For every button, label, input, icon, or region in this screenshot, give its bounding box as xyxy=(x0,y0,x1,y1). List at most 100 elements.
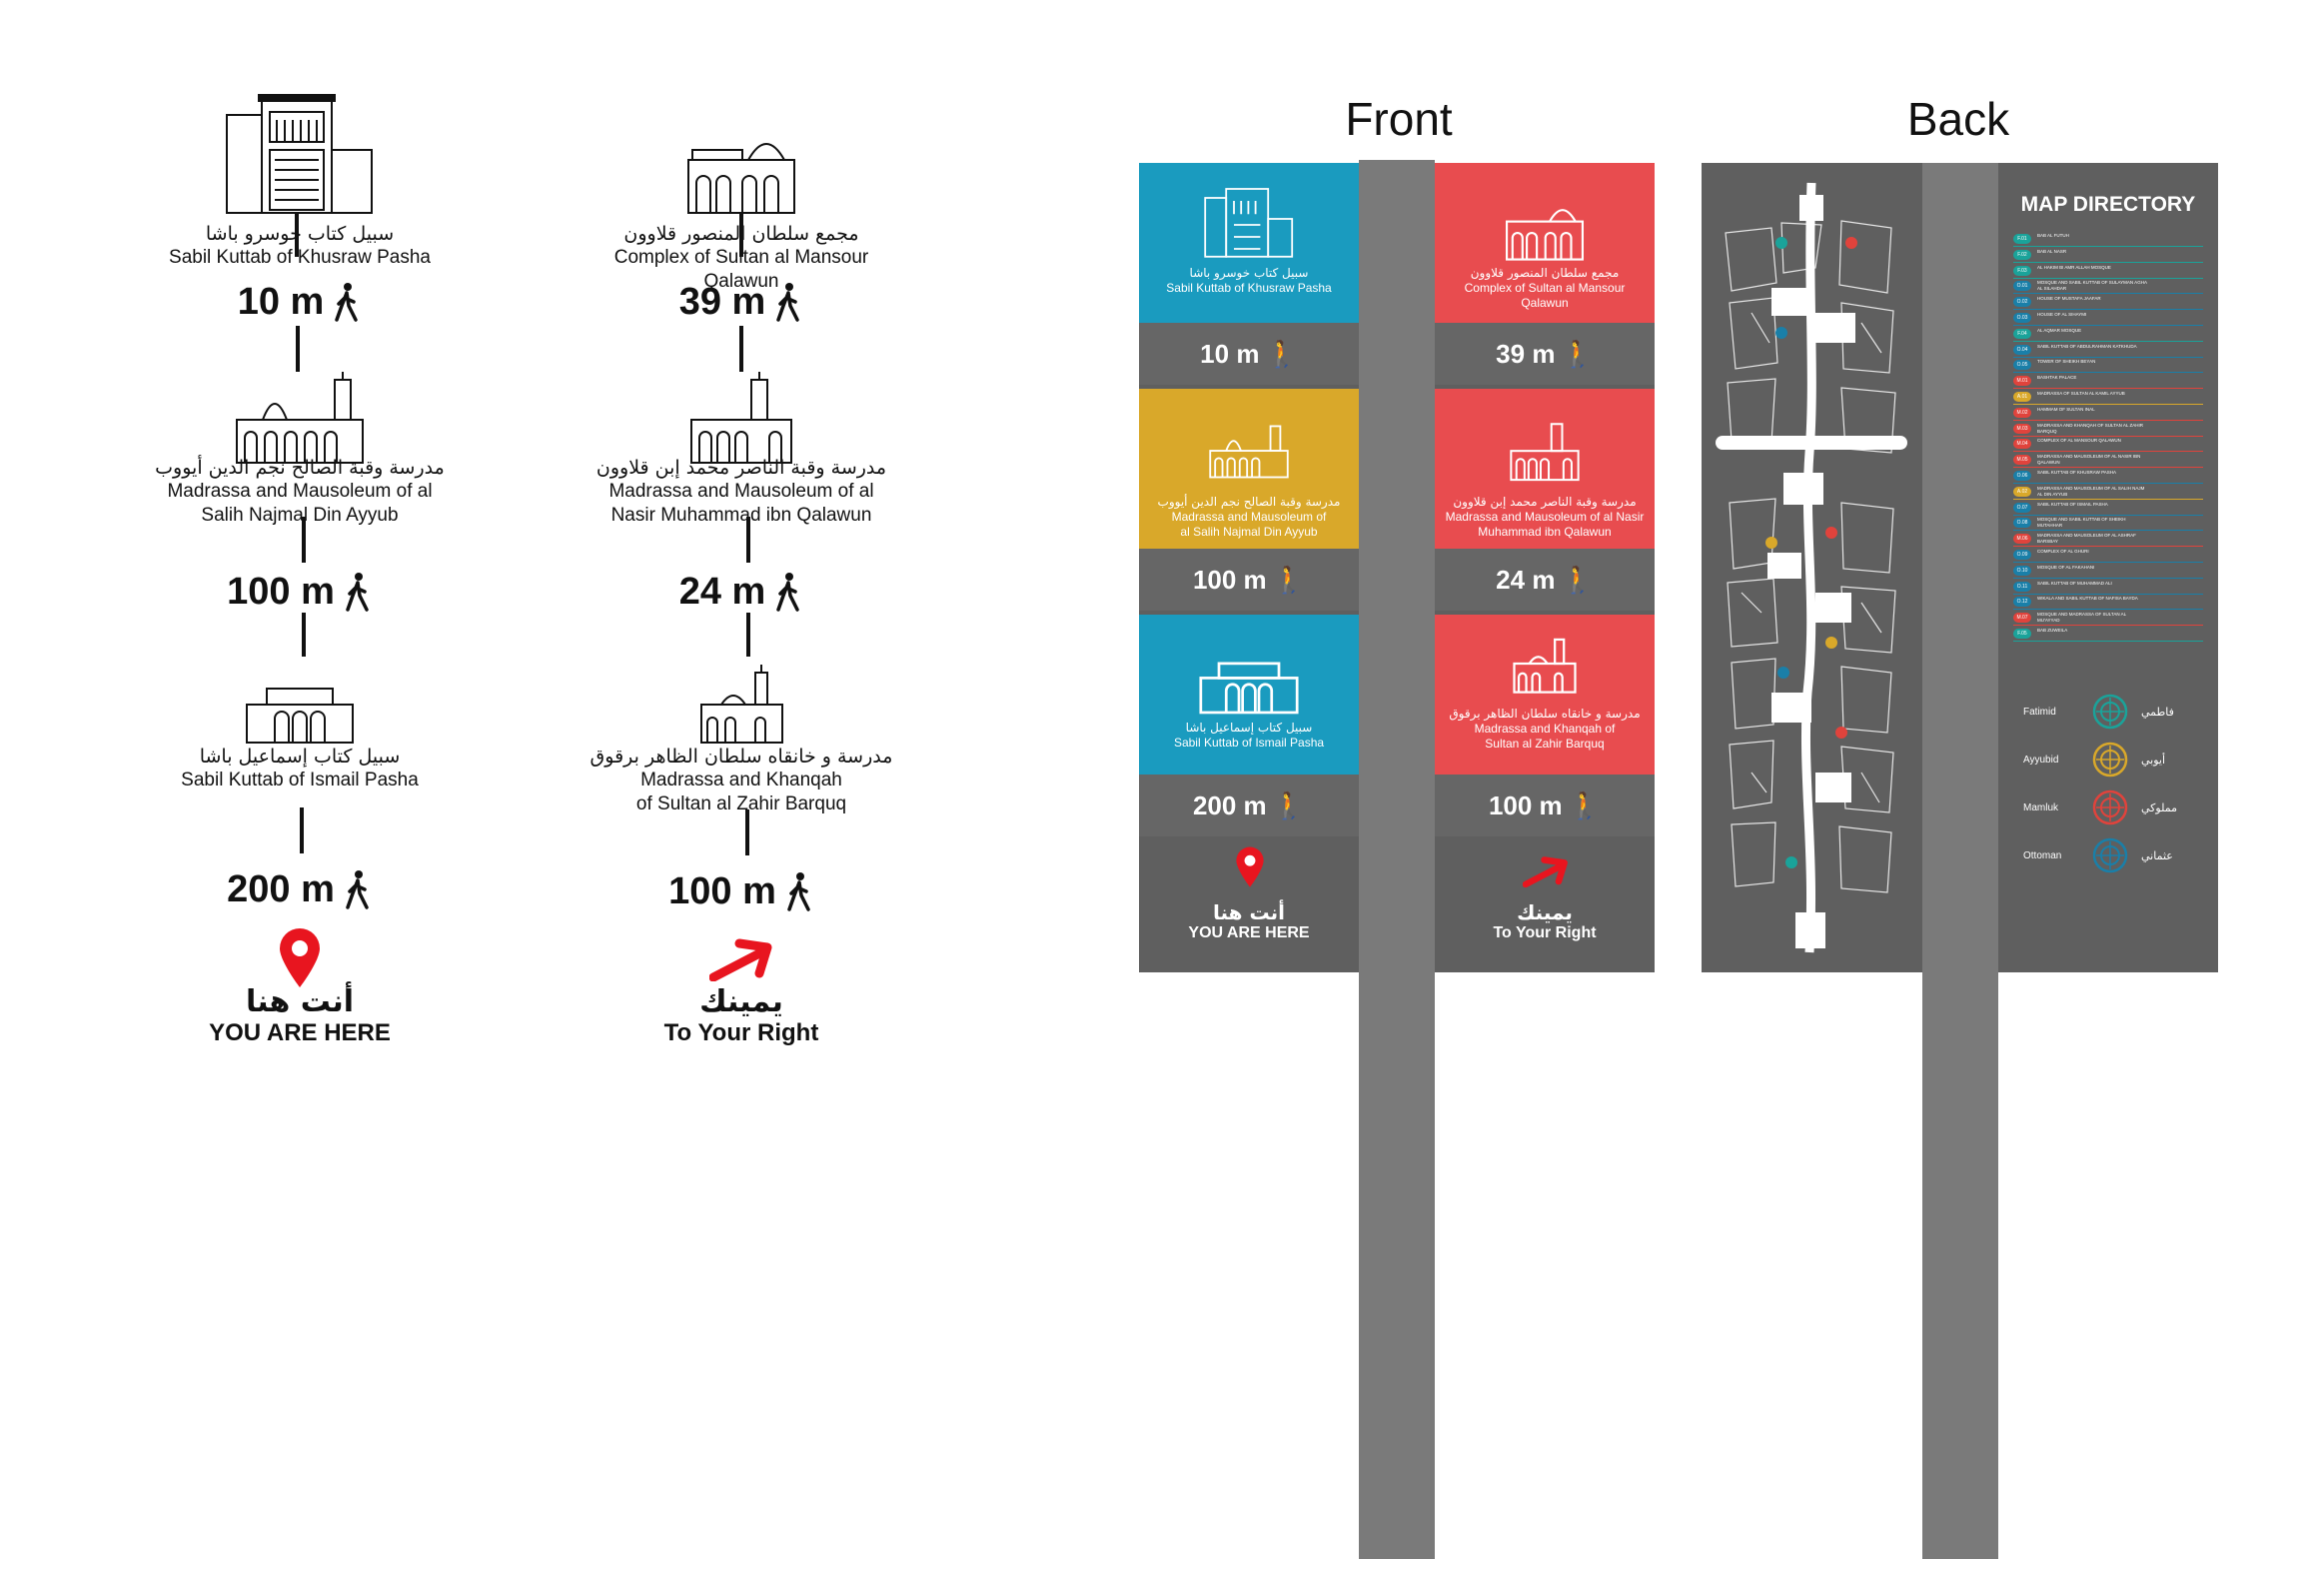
fatimid-emblem-icon xyxy=(2092,694,2128,730)
front-card: مدرسة وقبة الصالح نجم الدين أيووب Madras… xyxy=(1139,389,1359,549)
directory-entry-label: MOSQUE AND MADRASSA OF SULTAN AL MU'AYYA… xyxy=(2037,612,2126,624)
card-name-ar: مدرسة و خانقاه سلطان الظاهر برقوق xyxy=(1449,707,1641,721)
mosque-building-icon xyxy=(236,372,364,464)
directory-entry-label: COMPLEX OF AL MANSOUR QALAWUN xyxy=(2037,438,2121,444)
directory-code-badge: M.07 xyxy=(2013,613,2031,624)
landmark-name-ar: مدرسة وقبة الناصر محمد إبن قلاوون xyxy=(595,457,887,479)
divider-line xyxy=(746,613,750,657)
walking-person-icon xyxy=(346,870,369,909)
directory-code-badge: M.03 xyxy=(2013,423,2031,434)
arrow-right-icon xyxy=(709,938,772,981)
directory-entry-label: MADRASSA AND MAUSOLEUM OF AL SALIH NAJM … xyxy=(2037,485,2145,497)
card-name-ar: مدرسة وقبة الناصر محمد إبن قلاوون xyxy=(1453,495,1637,509)
directory-entry-label: AL AQMAR MOSQUE xyxy=(2037,327,2082,333)
divider-line xyxy=(739,212,743,257)
directory-entry: A.02 MADRASSA AND MAUSOLEUM OF AL SALIH N… xyxy=(2013,486,2203,500)
complex-building-icon xyxy=(687,143,795,214)
landmark-name-en: Sabil Kuttab of Khusraw Pasha xyxy=(169,247,431,268)
you-are-here-en: YOU ARE HERE xyxy=(1188,924,1310,941)
you-are-here-en: YOU ARE HERE xyxy=(209,1019,391,1046)
walking-person-icon: 🚶 xyxy=(1265,338,1298,369)
minaret-building-icon xyxy=(1510,423,1580,482)
directory-entry-label: COMPLEX OF AL GHURI xyxy=(2037,549,2089,554)
landmark-name-en: Sabil Kuttab of Ismail Pasha xyxy=(181,770,419,790)
front-card: مدرسة وقبة الناصر محمد إبن قلاوون Madras… xyxy=(1435,389,1655,549)
to-your-right-en: To Your Right xyxy=(1493,924,1597,941)
landmark-name-ar: سبيل كتاب إسماعيل باشا xyxy=(199,746,401,768)
ayyubid-emblem-icon xyxy=(2092,742,2128,778)
directory-code-badge: O.09 xyxy=(2013,550,2031,560)
directory-code-badge: A.02 xyxy=(2013,486,2031,497)
directory-code-badge: O.11 xyxy=(2013,581,2031,592)
directory-code-badge: O.08 xyxy=(2013,518,2031,529)
card-name-en: Complex of Sultan al Mansour Qalawun xyxy=(1464,281,1626,310)
front-right-panel: مجمع سلطان المنصور قلاوون Complex of Sul… xyxy=(1435,163,1655,972)
walking-person-icon xyxy=(776,573,800,612)
ottoman-emblem-icon xyxy=(2092,837,2128,873)
directory-entry-label: SABIL KUTTAB OF ISMAIL PASHA xyxy=(2037,501,2108,507)
directory-code-badge: O.05 xyxy=(2013,360,2031,371)
directory-code-badge: M.01 xyxy=(2013,376,2031,387)
landmark-name-en: Complex of Sultan al Mansour Qalawun xyxy=(613,247,869,292)
front-left-panel: سبيل كتاب خوسرو باشا Sabil Kuttab of Khu… xyxy=(1139,163,1359,972)
directory-entry: M.07 MOSQUE AND MADRASSA OF SULTAN AL MU'… xyxy=(2013,612,2203,627)
landmark-name-ar: سبيل كتاب خوسرو باشا xyxy=(205,223,395,245)
directory-entry-label: BAB ZUWEILA xyxy=(2037,628,2068,633)
sign-column-b: مجمع سلطان المنصور قلاوون Complex of Sul… xyxy=(590,80,892,1569)
directory-code-badge: O.04 xyxy=(2013,344,2031,355)
front-card: سبيل كتاب خوسرو باشا Sabil Kuttab of Khu… xyxy=(1139,163,1359,323)
directory-code-badge: M.05 xyxy=(2013,455,2031,466)
card-name-en: Madrassa and Mausoleum of al Nasir Muham… xyxy=(1445,510,1645,539)
divider-line xyxy=(296,326,300,372)
khanqah-building-icon xyxy=(700,665,783,744)
directory-code-badge: O.03 xyxy=(2013,313,2031,323)
landmark-name-en: Madrassa and Khanqah of Sultan al Zahir … xyxy=(635,770,847,814)
walking-person-icon xyxy=(776,283,800,322)
directory-code-badge: O.02 xyxy=(2013,297,2031,308)
back-map-panel xyxy=(1702,163,1922,972)
distance-label: 100 m xyxy=(150,570,450,614)
mamluk-emblem-icon xyxy=(2092,789,2128,825)
divider-line xyxy=(295,212,299,257)
front-card: سبيل كتاب إسماعيل باشا Sabil Kuttab of I… xyxy=(1139,615,1359,775)
divider-line xyxy=(302,613,306,657)
front-card: مجمع سلطان المنصور قلاوون Complex of Sul… xyxy=(1435,163,1655,323)
directory-entry-label: MADRASSA AND MAUSOLEUM OF AL ASHRAF BARS… xyxy=(2037,533,2136,545)
card-name-en: Sabil Kuttab of Ismail Pasha xyxy=(1173,736,1325,750)
directory-entry-label: HOUSE OF MUSTAFA JAAFAR xyxy=(2037,296,2101,302)
directory-entry-label: TOWER OF SHEIKH BEYAN xyxy=(2037,359,2096,365)
walking-person-icon xyxy=(346,573,369,612)
directory-entry-label: BASHTAK PALACE xyxy=(2037,375,2077,381)
complex-building-icon xyxy=(1505,209,1585,261)
walking-person-icon: 🚶 xyxy=(1272,789,1306,820)
landmark-name-en: Madrassa and Mausoleum of al Salih Najma… xyxy=(167,481,433,526)
directory-entry-label: BAB AL NASR xyxy=(2037,248,2067,254)
card-name-ar: سبيل كتاب خوسرو باشا xyxy=(1189,266,1309,280)
legend-label-ar: فاطمي xyxy=(2141,706,2174,719)
location-pin-icon xyxy=(1236,846,1264,887)
directory-entry-label: HAMMAM OF SULTAN INAL xyxy=(2037,406,2095,412)
legend-label-ar: عثماني xyxy=(2141,849,2173,862)
arrow-right-icon xyxy=(1523,856,1568,887)
to-your-right-ar: يمينك xyxy=(699,984,783,1019)
directory-entry: O.05 TOWER OF SHEIKH BEYAN xyxy=(2013,359,2203,374)
directory-entry-label: SABIL KUTTAB OF KHUSRAW PASHA xyxy=(2037,470,2117,475)
landmark-name-en: Madrassa and Mausoleum of al Nasir Muham… xyxy=(608,481,874,526)
